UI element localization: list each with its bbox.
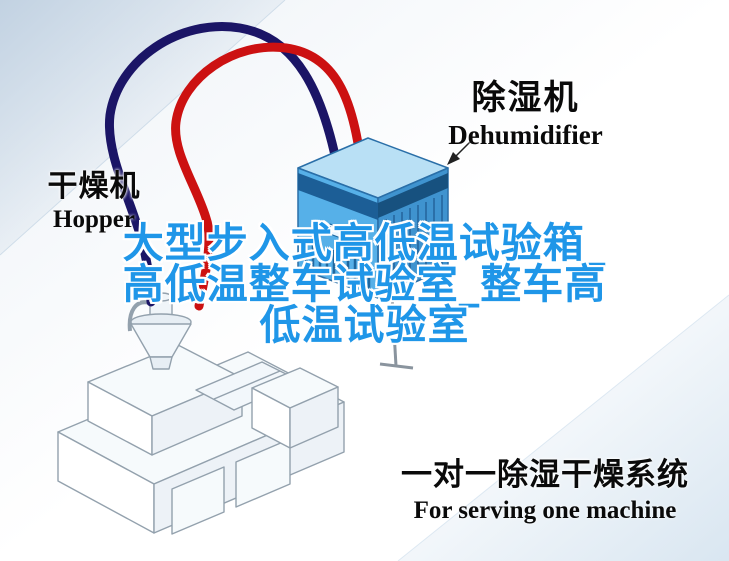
dehumidifier-label-cn: 除湿机	[471, 78, 580, 118]
dehumidifier-graphic	[297, 137, 449, 299]
system-caption: 一对一除湿干燥系统 For serving one machine	[378, 449, 712, 525]
pointer-arrow-icon	[447, 139, 473, 165]
system-caption-en: For serving one machine	[413, 497, 677, 524]
pipes	[104, 22, 365, 311]
headline: 大型步入式高低温试验箱_ 高低温整车试验室_整车高 低温试验室	[0, 223, 729, 346]
hopper-label: 干燥机 Hopper	[33, 161, 155, 234]
headline-line-3: 低温试验室	[259, 301, 470, 349]
dehumidifier-stand	[379, 295, 414, 370]
headline-line-2: 高低温整车试验室_整车高	[122, 260, 607, 308]
navy-air-hose	[104, 22, 341, 307]
hopper-label-en: Hopper	[53, 206, 135, 233]
hopper-graphic	[127, 292, 192, 370]
red-air-hose	[171, 42, 365, 311]
system-caption-cn: 一对一除湿干燥系统	[401, 457, 689, 493]
hopper-label-cn: 干燥机	[47, 169, 141, 204]
machine-graphic	[57, 344, 345, 535]
headline-line-1: 大型步入式高低温试验箱_	[122, 219, 607, 267]
dehumidifier-label: 除湿机 Dehumidifier	[438, 70, 613, 151]
dehumidifier-label-en: Dehumidifier	[448, 120, 603, 150]
